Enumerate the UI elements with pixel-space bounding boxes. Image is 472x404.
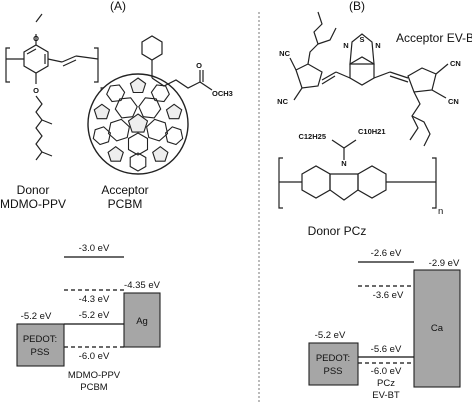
left-nc-label-2: NC [277, 97, 288, 106]
bottom-caption-a-2: PCBM [80, 382, 108, 393]
pcz-lumo-label: -2.6 eV [371, 248, 402, 259]
pedot-electrode-a-label-1: PEDOT: [23, 334, 57, 345]
ca-electrode [413, 269, 461, 388]
fullerene-outer-hexagon [164, 126, 184, 146]
bt-s-label: S [359, 35, 364, 44]
bt-n-label-1: N [343, 41, 348, 50]
ca-work-function-label: -2.9 eV [429, 258, 460, 269]
energy-diagram-b: -2.6 eV Ca -2.9 eV -3.6 eV -5.6 eV -6.0 … [308, 248, 461, 401]
methoxy-o-label: O [33, 34, 39, 43]
pcz-homo-label: -5.6 eV [371, 344, 402, 355]
fullerene-inner-hexagon [138, 97, 162, 119]
bottom-caption-b-1: PCz [377, 378, 395, 389]
fullerene-outer-hexagon [150, 84, 170, 103]
och3-label: OCH3 [212, 89, 233, 98]
fullerene-outer-pentagon [93, 103, 111, 120]
pedot-a-level-label: -5.2 eV [21, 311, 52, 322]
acceptor-name-a: PCBM [108, 197, 143, 211]
pedot-electrode-b-label-2: PSS [323, 366, 342, 377]
ag-electrode [123, 292, 161, 348]
pcbm-lumo-label: -4.3 eV [79, 294, 110, 305]
fullerene-inner-hexagon [114, 97, 138, 119]
c10h21-label: C10H21 [358, 127, 386, 136]
ev-bt-structure [289, 11, 449, 147]
pedot-b-level-label: -5.2 eV [315, 330, 346, 341]
fullerene-outer-hexagon [92, 126, 112, 146]
fullerene-outer-pentagon [129, 77, 147, 94]
mdmo-homo-label: -5.2 eV [79, 310, 110, 321]
ether-o-label: O [33, 86, 39, 95]
acceptor-word-a: Acceptor [101, 183, 148, 197]
fullerene-inner-hexagon [127, 132, 149, 156]
fullerene-outer-hexagon [106, 84, 126, 103]
energy-diagram-a: -3.0 eV -4.3 eV Ag -4.35 eV -5.2 eV -6.0… [16, 243, 161, 393]
pcbm-structure [87, 35, 213, 175]
fullerene-outer-pentagon [107, 146, 124, 162]
mdmo-ppv-structure [5, 13, 99, 161]
right-cn-label-2: CN [448, 97, 459, 106]
fullerene-inner-hexagon [107, 118, 131, 142]
pedot-electrode-b [308, 342, 359, 386]
pedot-electrode-a [16, 323, 65, 367]
ester-o-label: O [196, 61, 202, 70]
bt-n-label-2: N [375, 41, 380, 50]
pcbm-homo-label: -6.0 eV [79, 351, 110, 362]
bottom-caption-a-1: MDMO-PPV [68, 370, 121, 381]
right-cn-label-1: CN [450, 59, 461, 68]
ag-electrode-label: Ag [136, 316, 148, 327]
mdmo-lumo-label: -3.0 eV [79, 243, 110, 254]
pcz-n-label: N [341, 159, 346, 168]
pcz-n-subscript: n [438, 206, 443, 217]
left-nc-label-1: NC [279, 49, 290, 58]
pcz-structure [278, 139, 437, 209]
fullerene-outer-pentagon [165, 103, 183, 120]
acceptor-caption-b: Acceptor EV-BT [396, 31, 472, 45]
bottom-caption-b-2: EV-BT [372, 390, 400, 401]
fullerene-center-pentagon [127, 113, 149, 133]
panel-a-tag: (A) [110, 0, 126, 13]
ag-work-function-label: -4.35 eV [124, 280, 161, 291]
pedot-electrode-a-label-2: PSS [30, 347, 49, 358]
evbt-homo-label: -6.0 eV [371, 366, 402, 377]
fullerene-inner-hexagon [145, 118, 169, 142]
panel-b-tag: (B) [349, 0, 365, 13]
pedot-electrode-b-label-1: PEDOT: [316, 353, 350, 364]
evbt-lumo-label: -3.6 eV [373, 290, 404, 301]
c12h25-label: C12H25 [298, 132, 326, 141]
donor-word-a: Donor [17, 183, 50, 197]
fullerene-outer-hexagon [129, 152, 147, 172]
donor-caption-b: Donor PCz [308, 224, 367, 238]
fullerene-outer-pentagon [152, 146, 169, 162]
donor-name-a: MDMO-PPV [0, 197, 66, 211]
ca-electrode-label: Ca [431, 323, 444, 334]
